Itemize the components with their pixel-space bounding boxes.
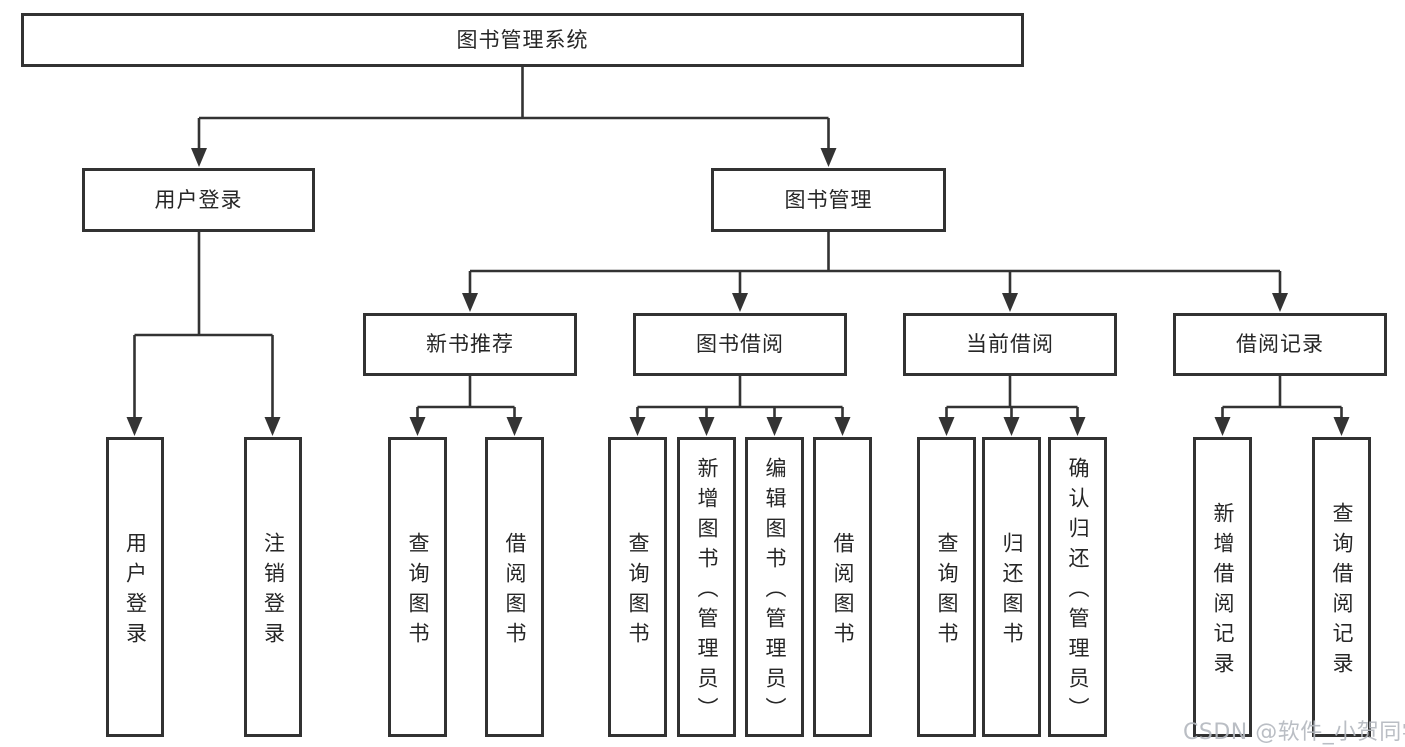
leaf-query-books-current: 查询图书 [917, 437, 976, 737]
node-new-book-recommendation: 新书推荐 [363, 313, 577, 376]
leaf-borrow-books-recommend: 借阅图书 [485, 437, 544, 737]
watermark: CSDN @软件_小贺同学 [1183, 720, 1405, 745]
node-user-login: 用户登录 [82, 168, 315, 232]
leaf-logout: 注销登录 [244, 437, 302, 737]
node-book-management: 图书管理 [711, 168, 946, 232]
node-library-management-system: 图书管理系统 [21, 13, 1024, 67]
leaf-add-book-admin: 新增图书（管理员） [677, 437, 736, 737]
leaf-borrow-books-borrowing: 借阅图书 [813, 437, 872, 737]
leaf-confirm-return-admin: 确认归还（管理员） [1048, 437, 1107, 737]
leaf-add-borrow-record: 新增借阅记录 [1193, 437, 1252, 737]
node-borrowing-records: 借阅记录 [1173, 313, 1387, 376]
leaf-user-login: 用户登录 [106, 437, 164, 737]
leaf-query-borrow-record: 查询借阅记录 [1312, 437, 1371, 737]
leaf-query-books-borrowing: 查询图书 [608, 437, 667, 737]
leaf-query-books-recommend: 查询图书 [388, 437, 447, 737]
leaf-edit-book-admin: 编辑图书（管理员） [745, 437, 804, 737]
node-book-borrowing: 图书借阅 [633, 313, 847, 376]
node-current-borrowing: 当前借阅 [903, 313, 1117, 376]
leaf-return-books: 归还图书 [982, 437, 1041, 737]
